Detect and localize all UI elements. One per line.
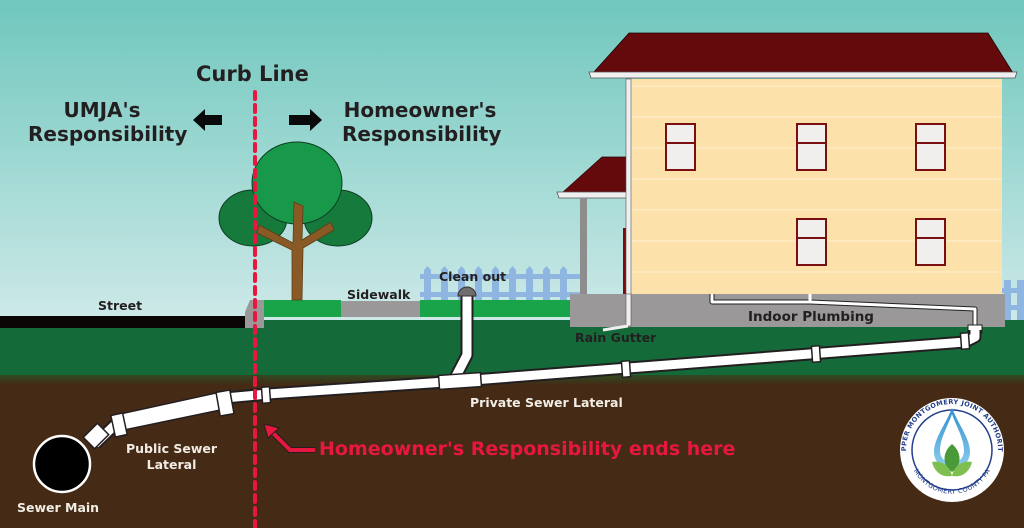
- window: [915, 123, 946, 171]
- responsibility-ends-callout: Homeowner's Responsibility ends here: [319, 438, 736, 460]
- window: [796, 218, 827, 266]
- homeowner-responsibility-label: Homeowner's Responsibility: [342, 98, 502, 146]
- public-sewer-lateral-label: Public Sewer Lateral: [126, 441, 217, 473]
- fence-picket: [441, 266, 448, 300]
- window: [915, 218, 946, 266]
- sewer-main-pipe: [32, 434, 92, 494]
- tree: [218, 141, 373, 301]
- umja-responsibility-label: UMJA's Responsibility: [28, 98, 188, 146]
- curb-line-title: Curb Line: [196, 62, 309, 86]
- sewer-main-label: Sewer Main: [17, 500, 100, 515]
- clean-out-label: Clean out: [439, 269, 507, 284]
- fence-picket: [543, 266, 550, 300]
- sidewalk-label: Sidewalk: [347, 287, 411, 302]
- house: [556, 32, 1018, 332]
- umja-label-line2: Responsibility: [28, 122, 188, 146]
- sidewalk-slab: [341, 301, 420, 317]
- fence-picket: [526, 266, 533, 300]
- fence-picket: [560, 266, 567, 300]
- private-sewer-lateral-label: Private Sewer Lateral: [470, 395, 623, 410]
- street-label: Street: [98, 298, 143, 313]
- window: [796, 123, 827, 171]
- fence-picket: [475, 266, 482, 300]
- leaf-icon: [944, 444, 960, 472]
- fence-picket: [424, 266, 431, 300]
- sewer-lateral-pipe: [82, 286, 982, 450]
- homeowner-label-line1: Homeowner's: [343, 98, 497, 122]
- arrow-left-icon: [193, 109, 222, 131]
- public-lateral-line2: Lateral: [146, 457, 197, 472]
- fence-picket: [509, 266, 516, 300]
- indoor-plumbing-label: Indoor Plumbing: [748, 309, 874, 325]
- street-road: [0, 316, 245, 328]
- umja-label-line1: UMJA's: [63, 98, 141, 122]
- arrow-right-icon: [289, 109, 322, 131]
- fence-picket: [492, 266, 499, 300]
- picket-fence: [420, 266, 1024, 320]
- clean-out-cap: [457, 286, 477, 297]
- public-lateral-line1: Public Sewer: [126, 441, 218, 456]
- rain-gutter-label: Rain Gutter: [575, 330, 657, 345]
- roof: [592, 32, 1014, 74]
- lawn: [264, 300, 341, 317]
- window: [665, 123, 696, 171]
- homeowner-label-line2: Responsibility: [342, 122, 502, 146]
